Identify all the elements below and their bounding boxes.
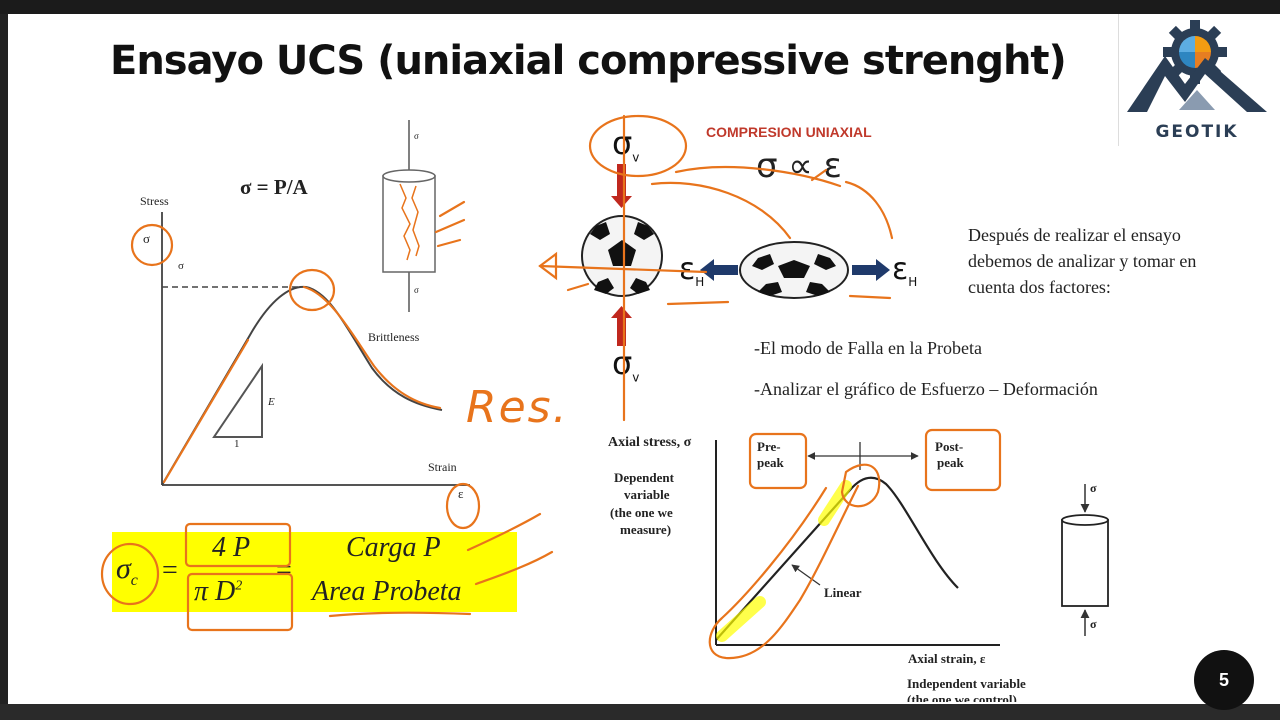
- formula-lhs: σc: [116, 552, 138, 589]
- x-desc-line-1: Independent variable: [907, 676, 1026, 691]
- left-y-axis-label: Stress: [140, 194, 169, 208]
- pre-peak-line-2: peak: [757, 455, 784, 470]
- cylinder-top-sigma: σ: [414, 131, 419, 141]
- stress-formula: σ = P/A: [240, 175, 308, 199]
- left-edge: [0, 14, 8, 704]
- formula-eq-1: =: [162, 555, 178, 586]
- sigma-v-top: σv: [612, 124, 640, 165]
- y-desc-line-2: variable: [624, 487, 670, 502]
- linear-label: Linear: [824, 585, 862, 600]
- formula-num-1: 4 P: [212, 532, 251, 563]
- logo-text: GEOTIK: [1155, 122, 1239, 142]
- slope-base-label: 1: [234, 438, 240, 450]
- gear-mountain-icon: [1127, 20, 1267, 112]
- slide-title: Ensayo UCS (uniaxial compressive strengh…: [110, 38, 1067, 84]
- factor-item-2: -Analizar el gráfico de Esfuerzo – Defor…: [754, 379, 1098, 399]
- formula-num-2: Carga P: [346, 532, 441, 563]
- page-number-badge: 5: [1194, 650, 1254, 710]
- sigma-prop-epsilon: σ ∝ ε: [756, 146, 842, 186]
- brittleness-label: Brittleness: [368, 330, 420, 344]
- intro-paragraph: Después de realizar el ensayo debemos de…: [968, 225, 1197, 297]
- top-bar: [0, 0, 1280, 14]
- y-desc-line-3: (the one we: [610, 505, 673, 520]
- compresion-uniaxial-heading: COMPRESION UNIAXIAL: [706, 124, 872, 140]
- right-x-axis-label: Axial strain, ε: [908, 651, 986, 666]
- right-cyl-bottom-sigma: σ: [1090, 617, 1097, 631]
- formula-eq-2: =: [276, 555, 292, 586]
- left-x-marker: ε: [458, 486, 464, 501]
- epsilon-h-right: εH: [892, 252, 918, 289]
- y-desc-line-1: Dependent: [614, 470, 674, 485]
- epsilon-h-left: εH: [679, 252, 705, 289]
- right-y-axis-label: Axial stress, σ: [608, 435, 692, 450]
- sigma-v-bottom: σv: [612, 344, 640, 385]
- left-sigma-marker: σ: [143, 231, 151, 246]
- geotik-logo: GEOTIK: [1118, 14, 1275, 146]
- pre-peak-line-1: Pre-: [757, 439, 781, 454]
- formula-den-2: Area Probeta: [312, 576, 462, 607]
- post-peak-line-2: peak: [937, 455, 964, 470]
- left-sigma-c: σ: [178, 260, 184, 272]
- x-desc-line-2: (the one we control): [907, 692, 1017, 702]
- right-cyl-top-sigma: σ: [1090, 481, 1097, 495]
- cylinder-bottom-sigma: σ: [414, 285, 419, 295]
- slope-e-label: E: [268, 396, 275, 408]
- handwritten-res: Res.: [466, 382, 569, 433]
- y-desc-line-4: measure): [620, 522, 672, 537]
- formula-den-1: π D2: [194, 576, 243, 607]
- left-x-axis-label: Strain: [428, 460, 457, 474]
- post-peak-line-1: Post-: [935, 439, 964, 454]
- bottom-taskbar: [0, 704, 1280, 720]
- formula-highlight: [112, 532, 517, 612]
- factor-item-1: -El modo de Falla en la Probeta: [754, 338, 982, 358]
